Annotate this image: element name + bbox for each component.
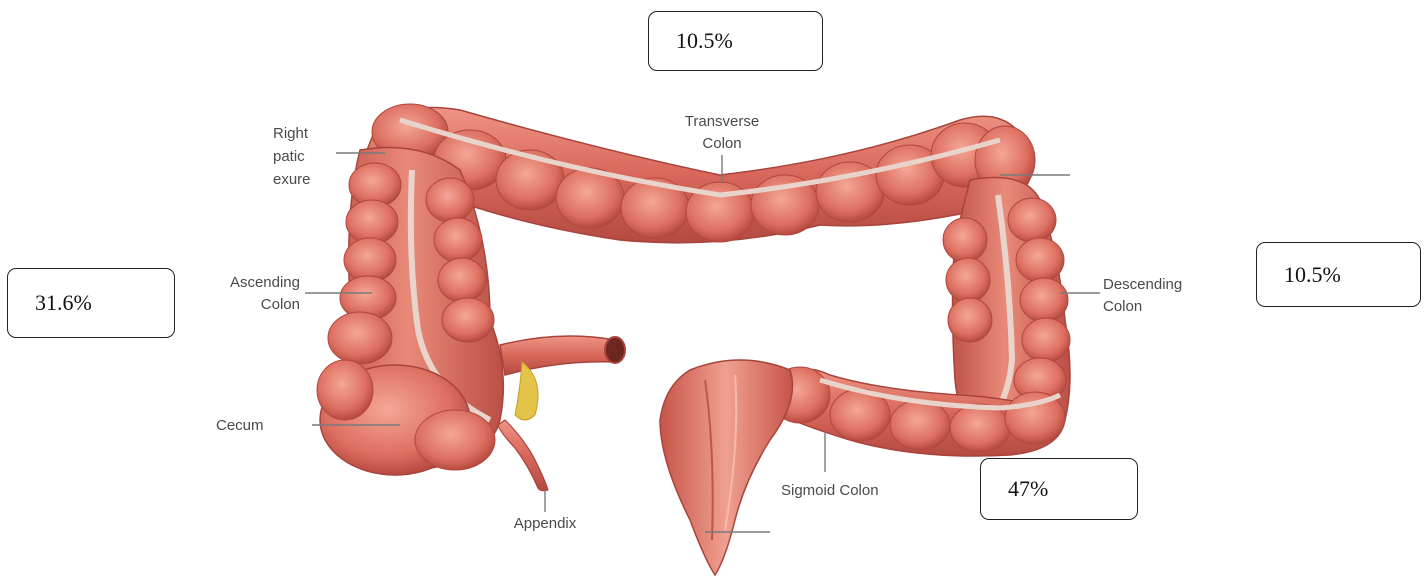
percentage-box-ascending: 31.6% [7,268,175,338]
percentage-box-sigmoid: 47% [980,458,1138,520]
label-appendix: Appendix [514,515,577,532]
percentage-sigmoid: 47% [1008,476,1048,502]
label-ascending-line1: Ascending [230,274,300,291]
label-ascending-line2: Colon [261,296,300,313]
label-hepatic-line1: Right [273,125,309,142]
terminal-ileum [500,336,625,420]
percentage-box-descending: 10.5% [1256,242,1421,307]
label-transverse-line1: Transverse [685,113,759,130]
percentage-ascending: 31.6% [35,290,92,316]
label-cecum: Cecum [216,417,264,434]
label-sigmoid: Sigmoid Colon [781,482,879,499]
percentage-transverse: 10.5% [676,28,733,54]
percentage-descending: 10.5% [1284,262,1341,288]
percentage-box-transverse: 10.5% [648,11,823,71]
label-descending-line2: Colon [1103,298,1142,315]
appendix [498,420,548,491]
label-hepatic-line3: exure [273,171,311,188]
rectum [660,360,793,575]
label-hepatic-line2: patic [273,148,305,165]
label-descending-line1: Descending [1103,276,1182,293]
label-transverse-line2: Colon [702,135,741,152]
